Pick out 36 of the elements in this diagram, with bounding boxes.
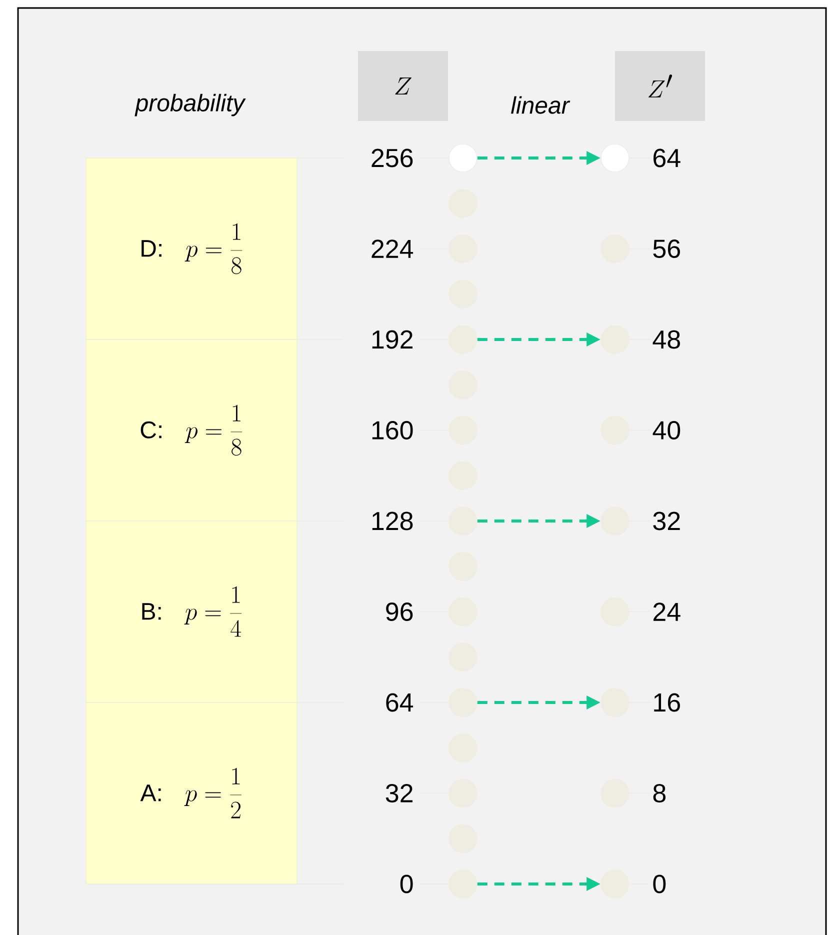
tick-label: 32 [653,512,680,530]
tick-label: 0 [400,874,413,894]
value-dot [600,144,630,172]
value-dot [448,688,478,717]
probability-box: B: $p=\frac{1}{4}$ [86,520,298,703]
value-dot [600,325,630,354]
tick-label: 256 [372,148,413,168]
tick-label: 40 [652,421,680,440]
value-dot [600,506,630,536]
value-dot [448,144,478,172]
variable-header: $Z'$ [615,51,705,121]
tick-label: 32 [386,784,412,802]
probability-box: D: $p=\frac{1}{8}$ [86,158,298,340]
tick-label: 160 [372,421,413,440]
tick-label: 56 [653,240,680,258]
tick-label: 128 [372,512,413,530]
tick-label: 64 [386,693,414,712]
tick-label: 64 [654,148,680,168]
tick-label: 16 [654,693,680,712]
tick-label: 48 [652,330,680,349]
probability-box: A: $p=\frac{1}{2}$ [86,702,298,884]
variable-header: $Z$ [358,51,448,121]
tick-label: 24 [654,602,680,621]
tick-label: 96 [386,602,413,621]
tick-label: 224 [372,240,414,258]
value-dot [600,870,630,898]
column-heading: probability [134,94,246,116]
value-dot [448,325,478,354]
tick-label: 8 [653,784,666,802]
value-dot [600,688,630,717]
probability-box: C: $p=\frac{1}{8}$ [86,339,298,522]
tick-label: 192 [372,330,412,349]
value-dot [448,506,478,536]
tick-label: 0 [653,874,666,894]
column-heading: linear [511,96,570,114]
value-dot [448,870,478,898]
